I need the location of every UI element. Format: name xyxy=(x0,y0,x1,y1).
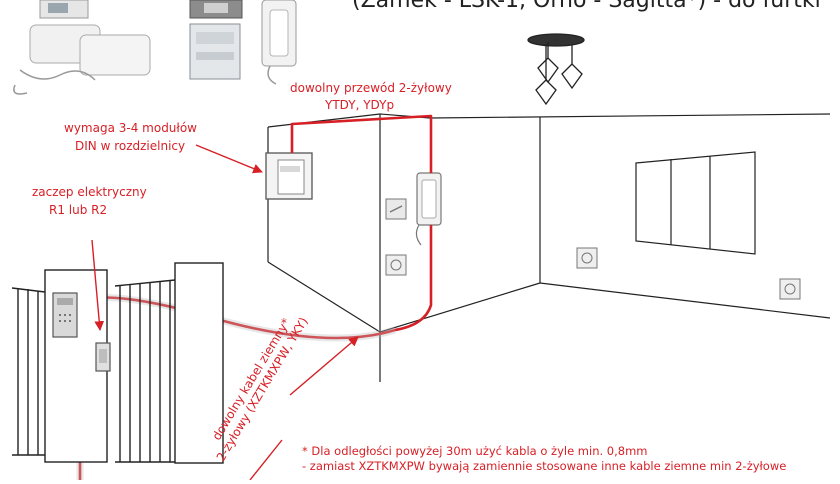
socket-icon xyxy=(779,278,801,300)
monitor-unit-icon xyxy=(39,0,89,19)
indoor-cable-to-supply xyxy=(290,114,433,173)
arrow-to-power-supply xyxy=(195,144,263,174)
indoor-cable-label-line1: dowolny przewód 2-żyłowy xyxy=(290,81,452,95)
socket-icon xyxy=(385,254,407,276)
indoor-cable-label-line2: YTDY, YDYp xyxy=(325,98,395,112)
pendant-lamp-icon xyxy=(527,33,585,106)
light-switch-icon xyxy=(385,198,407,220)
socket-icon xyxy=(576,247,598,269)
arrow-to-strike xyxy=(91,239,105,331)
annotation-arrows xyxy=(91,144,359,481)
footnote-line: * Dla odległości powyżej 30m użyć kabla … xyxy=(302,444,648,458)
footnote-line: - zamiast XZTKMXPW bywają zamiennie stos… xyxy=(302,459,787,473)
din-power-supply-icon xyxy=(189,23,241,80)
wall-handset-photo-icon xyxy=(261,0,297,85)
din-modules-label-line2: DIN w rozdzielnicy xyxy=(75,139,186,153)
din-modules-label-line1: wymaga 3-4 modułów xyxy=(64,121,197,135)
handset-kit-icon xyxy=(13,24,151,95)
product-photos xyxy=(13,0,297,95)
electric-strike-icon xyxy=(95,342,111,372)
electric-strike-label-line2: R1 lub R2 xyxy=(49,203,108,217)
power-supply-box xyxy=(265,152,313,200)
arrow-ground-cable-upper xyxy=(289,336,359,396)
outdoor-panel-icon xyxy=(52,292,78,338)
gate-and-fence xyxy=(11,262,224,464)
indoor-cable-to-handset xyxy=(394,225,433,332)
diagram-title: (Zamek - LSK-1, Orno - Sagitta*) - do fu… xyxy=(352,0,821,13)
footnotes: * Dla odległości powyżej 30m użyć kabla … xyxy=(302,444,786,474)
wall-window xyxy=(635,151,756,255)
electric-strike-label-line1: zaczep elektryczny xyxy=(32,185,147,199)
arrow-ground-cable-lower xyxy=(249,439,283,481)
room-outline xyxy=(267,113,831,382)
intercom-handset-icon xyxy=(415,172,442,246)
outdoor-panel-photo-icon xyxy=(189,0,243,19)
